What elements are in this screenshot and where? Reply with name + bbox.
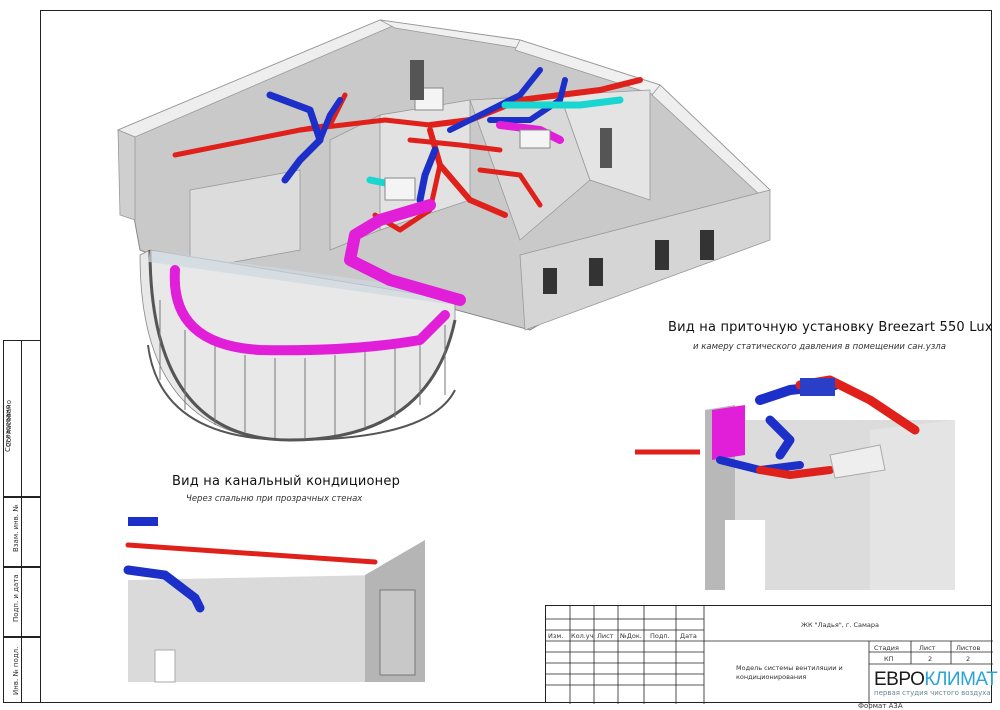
ac-unit xyxy=(128,517,158,526)
wall-right xyxy=(870,420,955,590)
secondary-view-title: Вид на канальный кондиционер xyxy=(172,474,401,489)
inv-orig-cell xyxy=(3,637,41,703)
left-stamp-strip: Согласовано xyxy=(3,340,41,703)
header-sign: Подп. xyxy=(650,632,670,640)
window xyxy=(543,268,557,294)
static-pressure-chamber xyxy=(384,177,416,201)
sheets-label: Листов xyxy=(956,644,981,652)
header-sheet: Лист xyxy=(597,632,614,640)
supply-duct xyxy=(125,542,378,565)
logo-tagline: первая студия чистого воздуха xyxy=(874,689,991,697)
agreed-cell xyxy=(3,340,41,497)
sheets-value: 2 xyxy=(966,655,971,663)
main-view-subtitle: и камеру статического давления в помещен… xyxy=(693,342,946,352)
stage-label: Стадия xyxy=(874,644,899,652)
drawing-name: Модель системы вентиляции и кондициониро… xyxy=(736,664,843,681)
title-block: ЖК "Ладья", г. Самара Изм. Кол.уч Лист №… xyxy=(545,605,993,704)
air-handling-unit-body xyxy=(800,378,835,396)
silencer xyxy=(829,444,886,479)
inv-replace-cell xyxy=(3,497,41,567)
header-doc: №Док. xyxy=(620,632,642,640)
plenum-chamber xyxy=(712,405,745,460)
door xyxy=(410,60,424,100)
header-date: Дата xyxy=(680,632,697,640)
secondary-view-subtitle: Через спальню при прозрачных стенах xyxy=(186,494,363,504)
sheet-value: 2 xyxy=(928,655,933,663)
wall-left-face xyxy=(117,129,136,221)
duct-unit xyxy=(519,129,551,149)
partition xyxy=(189,169,301,271)
cyan-duct xyxy=(501,96,624,109)
glazed-lintel xyxy=(148,250,453,305)
project-name: ЖК "Ладья", г. Самара xyxy=(801,621,879,629)
main-view-title: Вид на приточную установку Breezart 550 … xyxy=(668,320,993,335)
room-walls xyxy=(128,540,425,682)
logo-prefix: ЕВРО xyxy=(874,669,925,690)
exhaust-ducts xyxy=(266,67,568,204)
door xyxy=(379,589,416,676)
title-block-grid xyxy=(546,606,993,704)
window xyxy=(589,258,603,286)
return-duct xyxy=(123,565,205,613)
window xyxy=(655,240,669,270)
door-opening xyxy=(725,520,765,590)
sheet-format: Формат А3А xyxy=(858,702,903,710)
door xyxy=(600,128,612,168)
glazing-mullions xyxy=(159,300,446,438)
header-change: Изм. xyxy=(548,632,564,640)
window xyxy=(154,649,176,683)
glazed-wall-bottom xyxy=(147,344,456,442)
sign-date-cell xyxy=(3,567,41,637)
company-logo: ЕВРОКЛИМАТ xyxy=(874,669,998,691)
header-count: Кол.уч xyxy=(571,632,594,640)
window xyxy=(700,230,714,260)
wall-right-face xyxy=(519,189,771,331)
sheet-label: Лист xyxy=(919,644,936,652)
stage-value: КП xyxy=(884,655,894,663)
logo-suffix: КЛИМАТ xyxy=(924,669,998,690)
